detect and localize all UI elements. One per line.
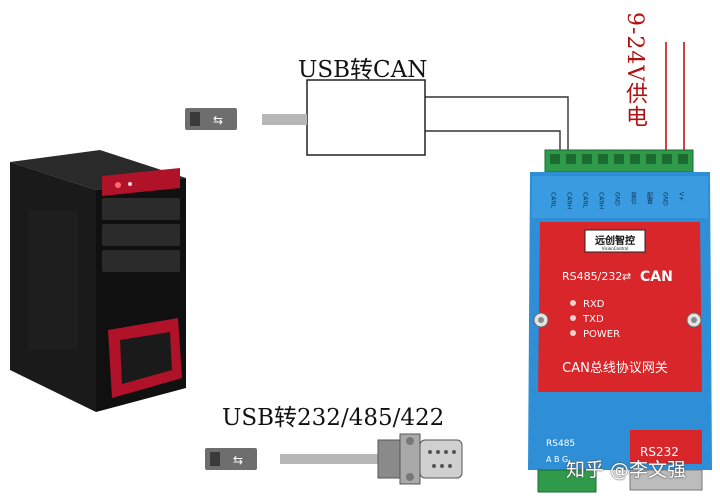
model-line: RS485/232 xyxy=(562,270,622,283)
bottom-terminal-block xyxy=(537,469,597,493)
product-name: CAN总线协议网关 xyxy=(562,361,668,376)
rs232-label: RS232 xyxy=(640,445,679,459)
rs485-pins: A B G xyxy=(546,455,568,464)
usb-plug-bottom: ⇆ xyxy=(205,448,257,470)
rs485-label: RS485 xyxy=(546,439,575,449)
term-label-3: CANH xyxy=(598,192,605,209)
usb-to-can-label: USB转CAN xyxy=(298,57,428,83)
power-supply-label: 9-24V供电 xyxy=(622,12,647,129)
term-label-4: GND xyxy=(614,192,621,206)
brand-sub: VisionControl xyxy=(602,246,628,251)
term-label-6: 配置 xyxy=(646,192,653,204)
pc-tower xyxy=(10,150,186,412)
term-label-2: CANL xyxy=(582,192,589,209)
usb-to-serial-label: USB转232/485/422 xyxy=(222,405,445,431)
term-label-5: 复位 xyxy=(630,191,637,204)
term-label-1: CANH xyxy=(566,192,573,209)
led-indicators: RXD TXD POWER xyxy=(570,299,620,340)
led-txd: TXD xyxy=(582,314,604,325)
can-wires xyxy=(425,96,569,152)
brand-logo: 远创智控 xyxy=(595,234,635,247)
term-label-7: GND xyxy=(662,192,669,206)
svg-text:⇆: ⇆ xyxy=(213,113,223,127)
can-gateway: CANL CANH CANL CANH GND 复位 配置 GND V+ 远创智… xyxy=(528,149,712,493)
svg-text:⇆: ⇆ xyxy=(233,453,243,467)
db9-connector xyxy=(377,433,463,485)
term-label-0: CANL xyxy=(550,192,557,209)
term-label-8: V+ xyxy=(678,192,685,201)
usb-plug-top: ⇆ xyxy=(185,108,237,130)
can-badge: CAN xyxy=(640,269,673,285)
usb-cable-top xyxy=(262,114,307,125)
power-wires xyxy=(665,42,685,152)
swap-icon: ⇄ xyxy=(622,270,631,283)
usb-can-converter-box xyxy=(306,79,426,156)
led-rxd: RXD xyxy=(583,299,605,310)
usb-cable-bottom xyxy=(280,454,380,464)
watermark: 知乎 @李文强 xyxy=(566,459,687,481)
led-power: POWER xyxy=(583,329,620,340)
